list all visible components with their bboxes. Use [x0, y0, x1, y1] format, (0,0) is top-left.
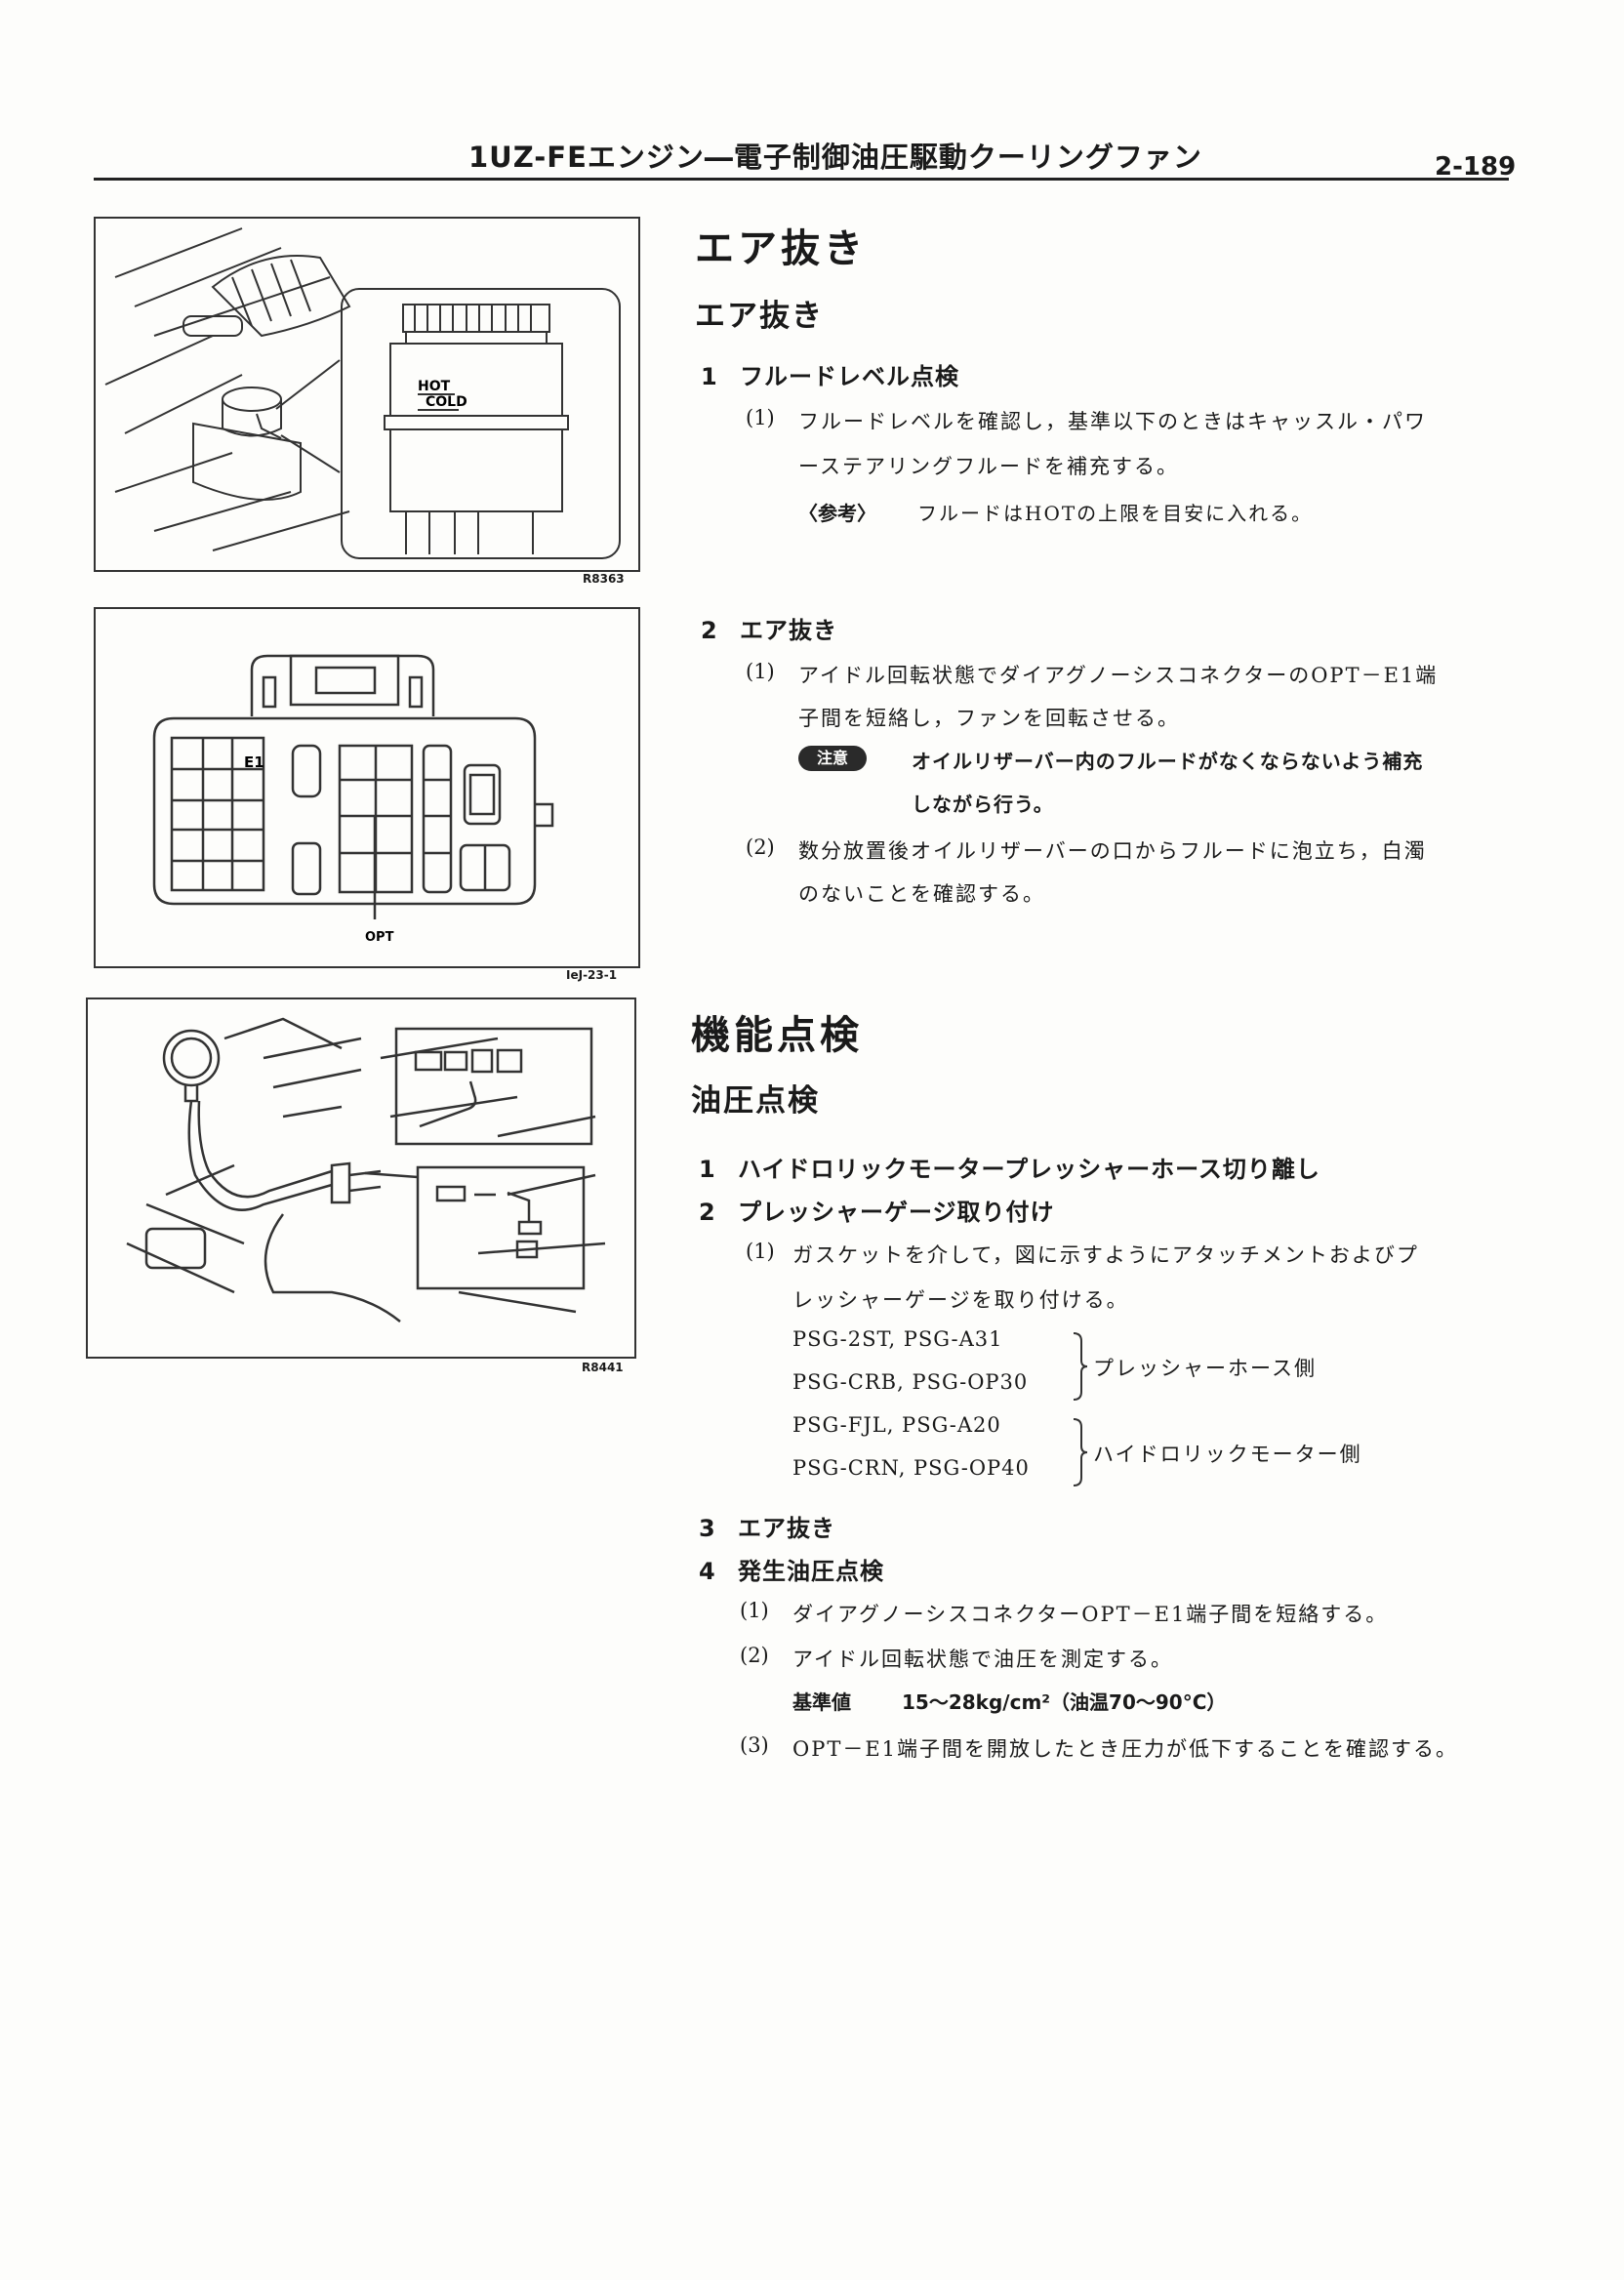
header-title: 1UZ-FEエンジン―電子制御油圧駆動クーリングファン — [468, 141, 1202, 174]
section2-subtitle: 油圧点検 — [691, 1083, 820, 1119]
tool-group2-line2: PSG-CRN, PSG-OP40 — [792, 1456, 1030, 1480]
s1-step2-item2-line2: のないことを確認する。 — [798, 882, 1045, 906]
section2-title: 機能点検 — [691, 1013, 863, 1058]
s2-step4-item2-text: アイドル回転状態で油圧を測定する。 — [792, 1648, 1173, 1671]
s1-step1-title: フルードレベル点検 — [740, 363, 959, 390]
figure-code-iej: IeJ-23-1 — [566, 968, 618, 982]
s2-step4: 4 発生油圧点検 — [699, 1552, 884, 1586]
s1-step2-num: 2 — [701, 617, 718, 644]
label-cold: COLD — [426, 394, 467, 410]
tool-group2-line1: PSG-FJL, PSG-A20 — [792, 1413, 1001, 1437]
tool-group2-label: ハイドロリックモーター側 — [1093, 1443, 1362, 1466]
tool-group1-label: プレッシャーホース側 — [1093, 1357, 1317, 1380]
label-e1: E1 — [244, 753, 264, 771]
header-rule — [94, 178, 1509, 181]
brace-group1 — [1073, 1332, 1088, 1401]
label-hot: HOT — [418, 379, 451, 394]
connector-illustration: E1 OPT — [152, 654, 554, 945]
tool-group1-line1: PSG-2ST, PSG-A31 — [792, 1327, 1003, 1351]
page-number: 2-189 — [1435, 152, 1517, 182]
s2-step4-item3-num: (3) — [740, 1733, 769, 1757]
s2-step4-item1-text: ダイアグノーシスコネクターOPT－E1端子間を短絡する。 — [792, 1603, 1389, 1626]
brace-group2 — [1073, 1418, 1088, 1486]
s1-step2-title: エア抜き — [740, 617, 837, 644]
figure-connector: E1 OPT — [94, 607, 640, 968]
s2-step1-title: ハイドロリックモータープレッシャーホース切り離し — [738, 1156, 1320, 1183]
s2-step4-title: 発生油圧点検 — [738, 1558, 884, 1585]
standard-value: 15〜28kg/cm²（油温70〜90°C） — [902, 1690, 1227, 1714]
figure-code-r8441: R8441 — [582, 1361, 624, 1374]
s1-step2-item2-line1: 数分放置後オイルリザーバーの口からフルードに泡立ち，白濁 — [798, 839, 1427, 863]
s1-step1-item1-num: (1) — [746, 406, 775, 429]
section1-subtitle: エア抜き — [695, 299, 824, 334]
standard-label: 基準値 — [792, 1690, 851, 1714]
s1-note-text: フルードはHOTの上限を目安に入れる。 — [917, 502, 1314, 525]
figure-code-r8363: R8363 — [583, 572, 625, 586]
s2-step3: 3 エア抜き — [699, 1509, 835, 1543]
caution-line1: オイルリザーバー内のフルードがなくならないよう補充 — [912, 750, 1424, 773]
s1-step1-num: 1 — [701, 363, 718, 390]
s1-step2-item2-num: (2) — [746, 835, 775, 859]
figure-pressure-gauge — [86, 998, 636, 1359]
s2-step4-item1-num: (1) — [740, 1599, 769, 1622]
s2-step2-title: プレッシャーゲージ取り付け — [738, 1199, 1055, 1226]
caution-badge: 注意 — [798, 746, 867, 771]
s2-step4-item2-num: (2) — [740, 1644, 769, 1667]
s2-step4-num: 4 — [699, 1558, 716, 1585]
s2-step2-item1-line1: ガスケットを介して，図に示すようにアタッチメントおよびプ — [792, 1243, 1419, 1267]
s2-step1: 1 ハイドロリックモータープレッシャーホース切り離し — [699, 1150, 1320, 1184]
s2-step2-item1-num: (1) — [746, 1240, 775, 1263]
s1-step1: 1 フルードレベル点検 — [701, 357, 959, 391]
s1-step1-item1-line2: ーステアリングフルードを補充する。 — [798, 455, 1179, 478]
s2-step2: 2 プレッシャーゲージ取り付け — [699, 1193, 1055, 1227]
label-opt: OPT — [365, 930, 394, 945]
s2-step3-title: エア抜き — [738, 1515, 835, 1542]
s2-step2-num: 2 — [699, 1199, 716, 1226]
s1-note-label: 〈参考〉 — [798, 502, 876, 525]
caution-line2: しながら行う。 — [912, 793, 1054, 816]
s1-step2-item1-line1: アイドル回転状態でダイアグノーシスコネクターのOPT－E1端 — [798, 664, 1439, 687]
reservoir-illustration: HOT COLD — [104, 227, 621, 559]
s2-step1-num: 1 — [699, 1156, 716, 1183]
s1-step2: 2 エア抜き — [701, 611, 837, 645]
section1-title: エア抜き — [695, 226, 867, 271]
s1-step2-item1-num: (1) — [746, 660, 775, 683]
s2-step3-num: 3 — [699, 1515, 716, 1542]
s1-step1-item1-line1: フルードレベルを確認し，基準以下のときはキャッスル・パワ — [798, 410, 1427, 433]
s2-step2-item1-line2: レッシャーゲージを取り付ける。 — [792, 1288, 1129, 1312]
s1-step2-item1-line2: 子間を短絡し，ファンを回転させる。 — [798, 707, 1180, 730]
gauge-illustration — [126, 1017, 606, 1323]
figure-reservoir: HOT COLD — [94, 217, 640, 572]
tool-group1-line2: PSG-CRB, PSG-OP30 — [792, 1370, 1029, 1394]
s2-step4-item3-text: OPT－E1端子間を開放したとき圧力が低下することを確認する。 — [792, 1737, 1459, 1761]
